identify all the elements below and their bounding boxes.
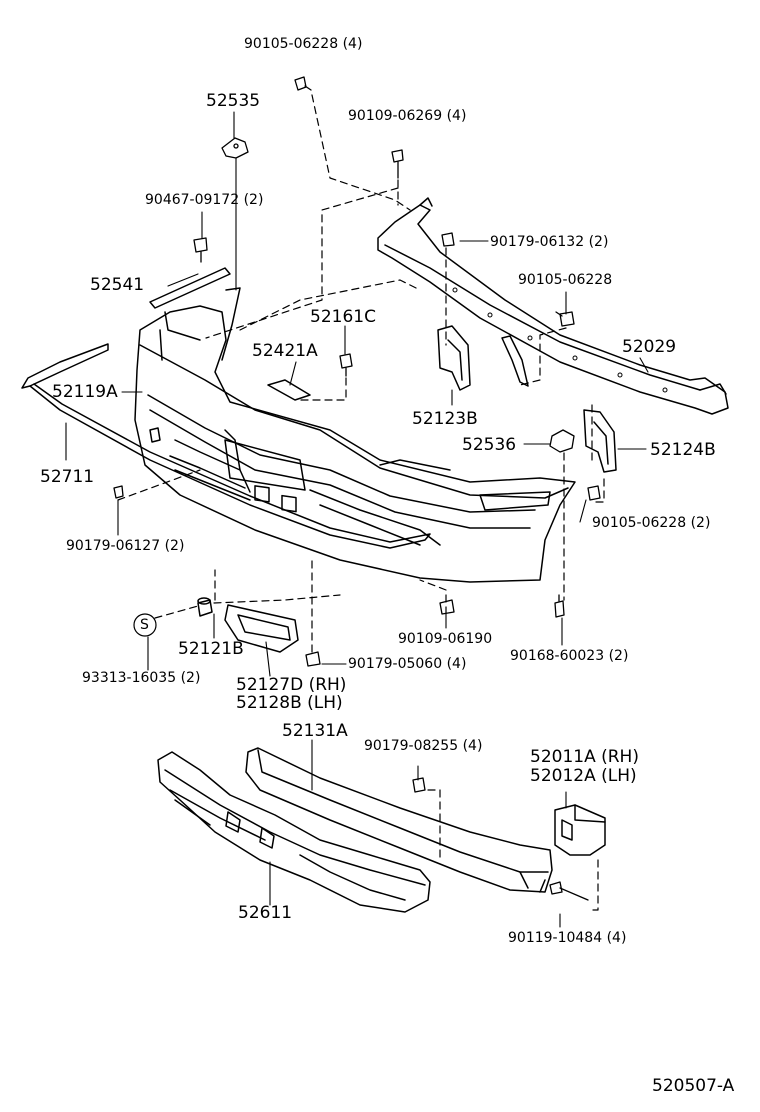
label-90105-06228-2: 90105-06228 (2) xyxy=(592,515,711,531)
label-52421A: 52421A xyxy=(252,341,318,361)
label-s-marker: S xyxy=(140,617,149,633)
label-52029: 52029 xyxy=(622,337,677,357)
label-90109-06269-4: 90109-06269 (4) xyxy=(348,108,467,124)
label-90467-09172-2: 90467-09172 (2) xyxy=(145,192,264,208)
label-90109-06190: 90109-06190 xyxy=(398,631,493,647)
energy-absorber-52611 xyxy=(157,751,431,913)
label-90168-60023-2: 90168-60023 (2) xyxy=(510,648,629,664)
bracket-52123B xyxy=(437,325,471,391)
strip-52541 xyxy=(149,267,231,309)
guide-lines-dashed xyxy=(117,94,605,911)
cover-52127D xyxy=(224,604,299,653)
label-52127D-RH: 52127D (RH) xyxy=(236,675,347,695)
spacer-52121B xyxy=(197,597,213,617)
bracket-brace xyxy=(501,335,529,387)
bracket-52124B xyxy=(583,409,617,473)
label-52124B: 52124B xyxy=(650,440,716,460)
fasteners xyxy=(113,76,601,901)
label-52611: 52611 xyxy=(238,903,293,923)
pad-52421A xyxy=(267,379,311,401)
label-90179-05060-4: 90179-05060 (4) xyxy=(348,656,467,672)
label-52011A-RH: 52011A (RH) xyxy=(530,747,639,767)
s-marker-circle xyxy=(133,613,157,637)
label-90179-08255-4: 90179-08255 (4) xyxy=(364,738,483,754)
label-52535: 52535 xyxy=(206,91,261,111)
label-52536: 52536 xyxy=(462,435,517,455)
label-90179-06132-2: 90179-06132 (2) xyxy=(490,234,609,250)
label-52128B-LH: 52128B (LH) xyxy=(236,693,343,713)
bumper-cover-52119A xyxy=(134,287,576,583)
label-90179-06127-2: 90179-06127 (2) xyxy=(66,538,185,554)
label-52012A-LH: 52012A (LH) xyxy=(530,766,637,786)
label-90105-06228: 90105-06228 xyxy=(518,272,613,288)
label-90119-10484-4: 90119-10484 (4) xyxy=(508,930,627,946)
label-52123B: 52123B xyxy=(412,409,478,429)
label-52121B: 52121B xyxy=(178,639,244,659)
label-52711: 52711 xyxy=(40,467,95,487)
label-93313-16035-2: 93313-16035 (2) xyxy=(82,670,201,686)
label-52131A: 52131A xyxy=(282,721,348,741)
garnish-molding-52711 xyxy=(21,343,431,549)
bracket-52011A xyxy=(554,804,606,856)
label-90105-06228-4: 90105-06228 (4) xyxy=(244,36,363,52)
label-52541: 52541 xyxy=(90,275,145,295)
bumper-reinforcement-52029 xyxy=(377,197,729,415)
bumper-beam-52131A xyxy=(245,747,553,893)
label-52119A: 52119A xyxy=(52,382,118,402)
diagram-id: 520507-A xyxy=(652,1076,735,1096)
leader-lines xyxy=(65,111,649,928)
label-52161C: 52161C xyxy=(310,307,376,327)
